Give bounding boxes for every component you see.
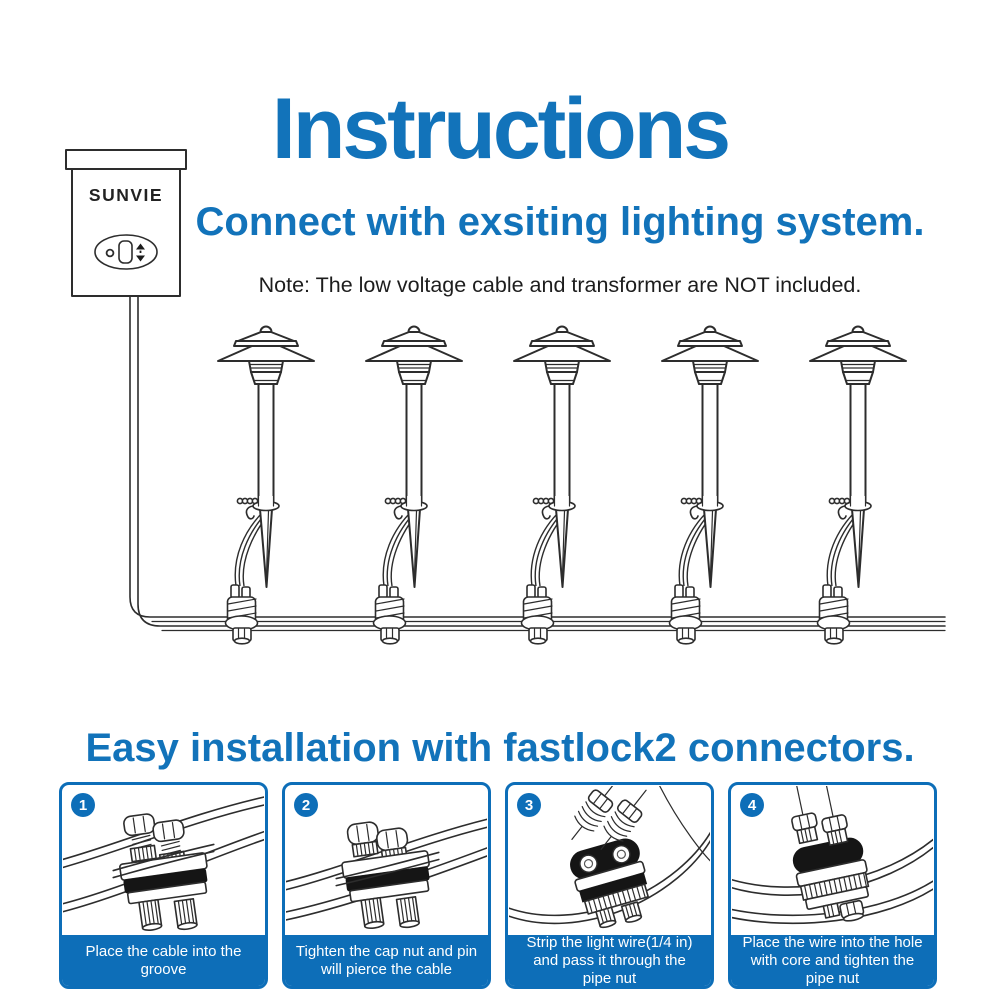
step-number-badge: 2 [294, 793, 318, 817]
step-caption: Place the cable into the groove [62, 935, 265, 986]
path-light-4 [661, 325, 759, 645]
step-caption: Strip the light wire(1/4 in) and pass it… [508, 934, 711, 987]
path-light-3 [513, 325, 611, 645]
connect-heading: Connect with exsiting lighting system. [195, 200, 925, 245]
path-light-1 [217, 325, 315, 645]
step-card-4: 4 [728, 782, 937, 989]
step-2-illustration [286, 818, 487, 930]
step-4-illustration [732, 786, 933, 925]
path-light-5 [809, 325, 907, 645]
step-1-illustration [63, 796, 264, 931]
step-number-badge: 1 [71, 793, 95, 817]
step-caption: Place the wire into the hole with core a… [731, 934, 934, 987]
main-cable [129, 295, 946, 632]
transformer-control-panel [94, 234, 158, 270]
step-card-3: 3 [505, 782, 714, 989]
up-down-arrows-icon [136, 243, 145, 262]
transformer-box: SUNVIE [65, 149, 187, 297]
wiring-diagram: SUNVIE [65, 149, 946, 645]
display-window [118, 240, 133, 264]
power-indicator [105, 248, 115, 258]
transformer-brand: SUNVIE [89, 185, 163, 205]
step-card-1: 1 [59, 782, 268, 989]
step-caption: Tighten the cap nut and pin will pierce … [285, 935, 488, 986]
step-number-badge: 3 [517, 793, 541, 817]
step-number-badge: 4 [740, 793, 764, 817]
installation-steps: 1 [59, 782, 937, 989]
note-text: Note: The low voltage cable and transfor… [258, 272, 862, 297]
step-card-2: 2 [282, 782, 491, 989]
install-heading: Easy installation with fastlock2 connect… [85, 726, 915, 771]
page-title: Instructions [271, 80, 731, 177]
path-light-2 [365, 325, 463, 645]
step-3-illustration [509, 786, 710, 929]
